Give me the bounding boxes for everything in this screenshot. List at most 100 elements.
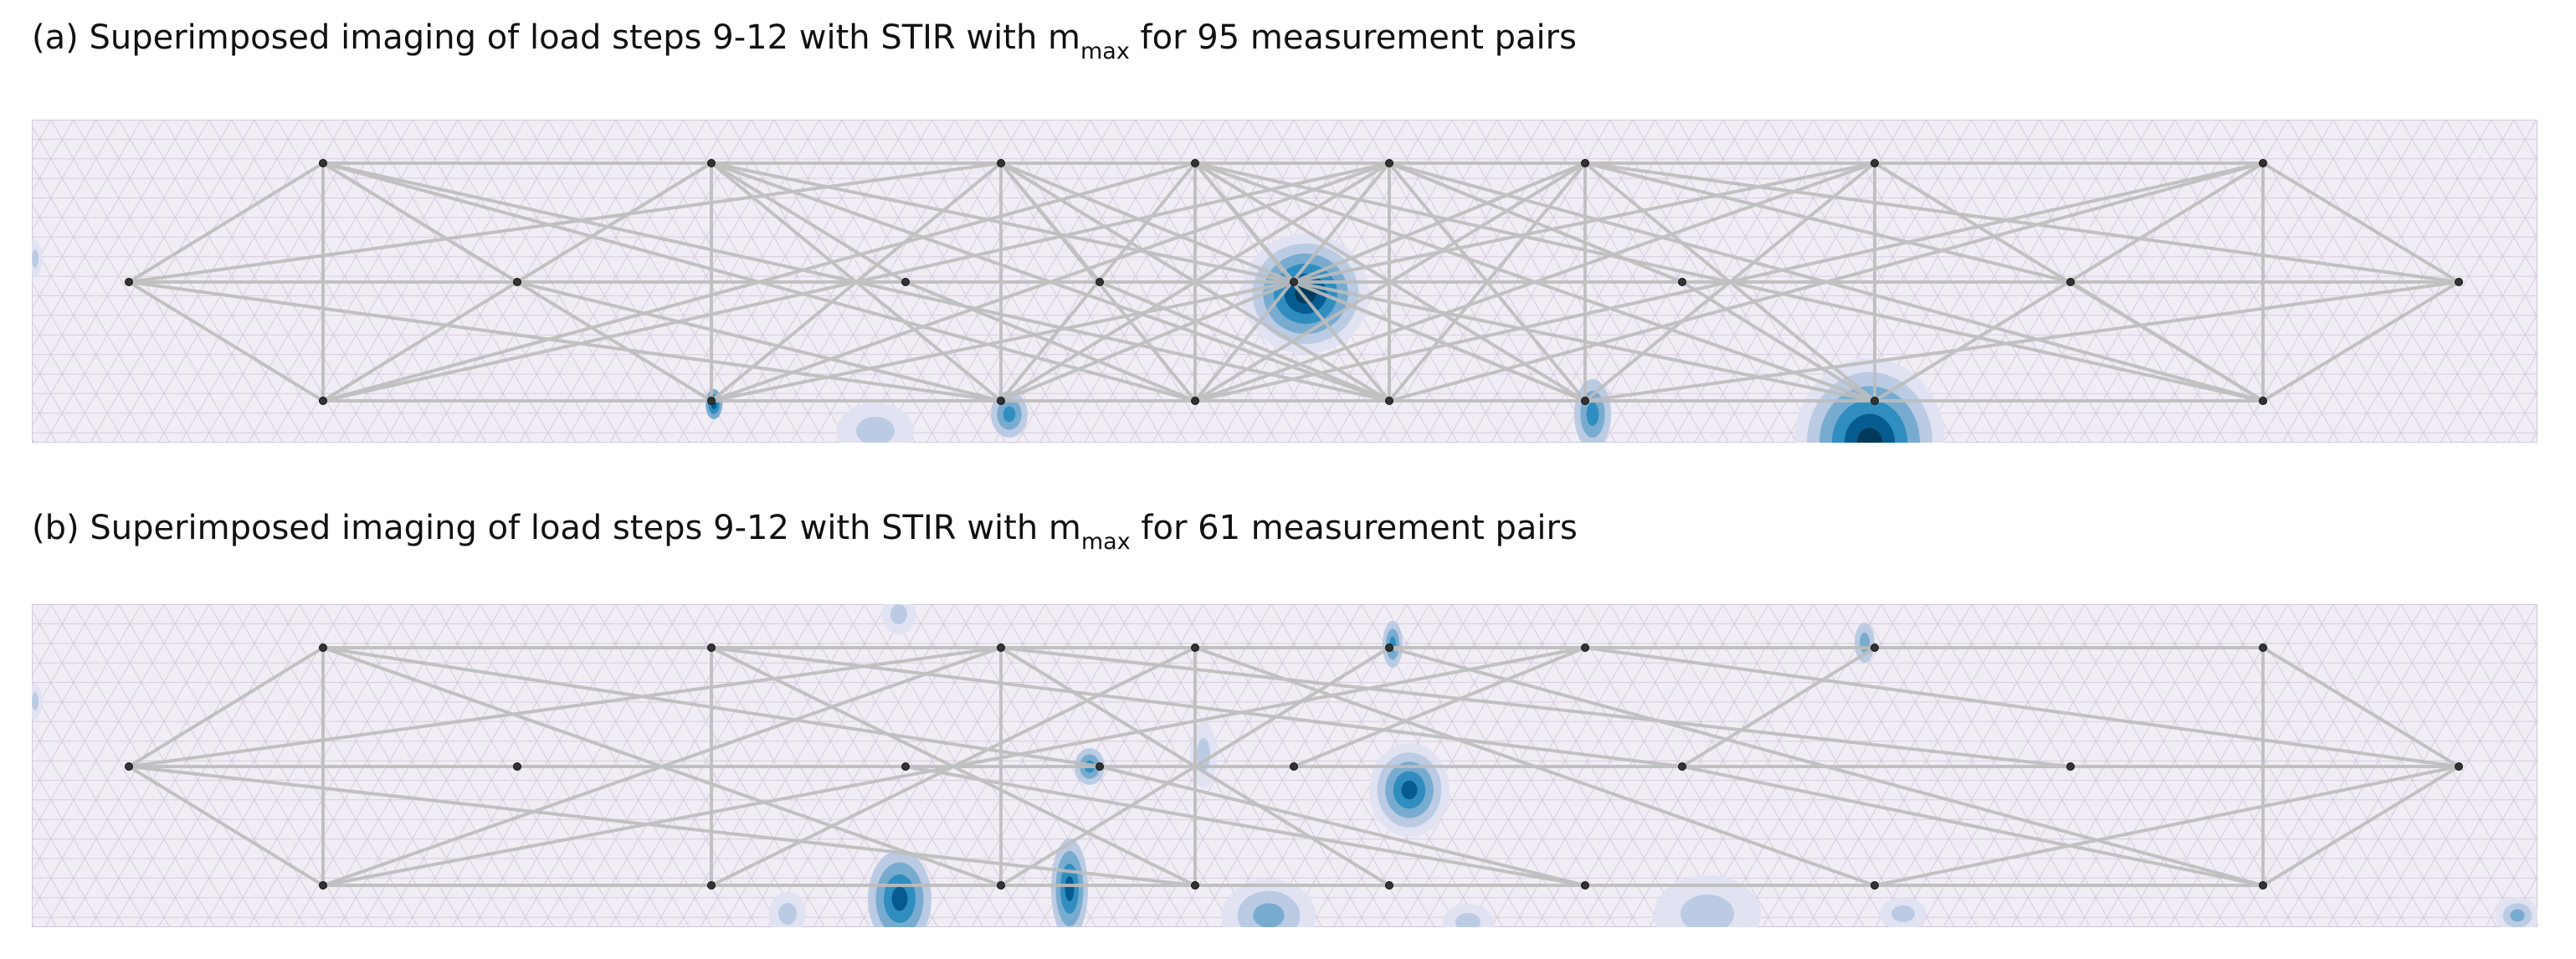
panel-a-title-sub: max [1080, 38, 1130, 64]
measurement-line [1098, 765, 1587, 887]
image-frame [32, 120, 2538, 443]
measurement-line [321, 646, 1101, 768]
electrode [997, 397, 1005, 405]
panel-a-reconstruction-image [32, 120, 2538, 443]
electrode [1385, 644, 1393, 652]
electrode [513, 278, 521, 286]
electrode [1678, 762, 1686, 771]
measurement-line [710, 162, 907, 284]
contour-level [1586, 403, 1599, 426]
measurement-line [1681, 765, 2265, 887]
panel-a-title-post: for 95 measurement pairs [1140, 18, 1577, 57]
electrode [707, 397, 716, 405]
measurement-line [710, 162, 1391, 403]
measurement-line [1583, 280, 2461, 403]
electrode [1678, 278, 1686, 286]
measurement-line [999, 646, 2072, 768]
conductivity-blob [1654, 875, 1761, 927]
measurement-line [999, 162, 1101, 284]
measurement-line [1292, 280, 1587, 403]
electrode [1870, 397, 1879, 405]
measurement-line [321, 162, 1197, 403]
conductivity-blob [1222, 879, 1316, 927]
measurement-line [1388, 162, 2265, 403]
contour-level [1455, 913, 1480, 927]
measurement-line [127, 280, 1003, 403]
electrode [901, 278, 910, 286]
electrode [1581, 644, 1589, 652]
electrode [1191, 881, 1199, 890]
panel-b-label: (b) [32, 509, 80, 547]
panel-a-plot [32, 120, 2538, 443]
contour-level [778, 903, 797, 925]
measurement-line [127, 765, 1197, 887]
measurement-line [127, 646, 325, 768]
measurement-line [1583, 646, 2461, 768]
contour-level [32, 692, 38, 710]
electrode [125, 762, 133, 771]
electrode [1870, 881, 1879, 890]
measurement-line [1193, 162, 2265, 403]
measurement-line [1873, 765, 2461, 887]
contour-level [1065, 876, 1075, 901]
electrode [1870, 644, 1879, 652]
contour-level [1860, 633, 1870, 653]
electrode [707, 159, 716, 167]
measurement-line [127, 765, 325, 887]
panel-a-label: (a) [32, 18, 79, 57]
electrode [1191, 644, 1199, 652]
electrode [1385, 397, 1393, 405]
electrode [1581, 397, 1589, 405]
conductivity-blob [1443, 904, 1493, 927]
measurement-line [999, 162, 1391, 403]
panel-b-title-sub: max [1080, 529, 1131, 555]
measurement-line [2261, 765, 2461, 887]
measurement-line [321, 646, 1587, 887]
contour-level [1003, 406, 1016, 423]
electrode [901, 762, 910, 771]
electrode [2259, 159, 2267, 167]
electrodes [125, 159, 2463, 405]
electrode [2066, 278, 2075, 286]
electrode [1191, 397, 1199, 405]
contour-level [1401, 780, 1418, 800]
measurement-line [1388, 162, 1587, 403]
contour-level [856, 417, 895, 443]
measurement-line [1583, 162, 2461, 284]
measurement-line [127, 162, 325, 284]
conductivity-blob [1369, 743, 1450, 837]
panel-b-title: (b) Superimposed imaging of load steps 9… [32, 509, 1578, 555]
panel-b-title-post: for 61 measurement pairs [1141, 509, 1578, 547]
contour-level [891, 886, 908, 911]
conductivity-blob [837, 403, 914, 443]
contour-level [2510, 909, 2525, 922]
electrode [2259, 881, 2267, 890]
measurement-line [1388, 162, 1684, 284]
electrodes [125, 644, 2463, 890]
measurement-line [904, 765, 1587, 887]
measurement-line [2261, 646, 2461, 768]
electrode [1385, 881, 1393, 890]
electrode [125, 278, 133, 286]
contour-level [890, 604, 907, 624]
measurement-line [321, 162, 1391, 403]
electrode [997, 159, 1005, 167]
electrode [2066, 762, 2075, 771]
electrode [1385, 159, 1393, 167]
contour-level [1253, 903, 1285, 927]
panel-a-title: (a) Superimposed imaging of load steps 9… [32, 18, 1577, 64]
conductivity-blob [1383, 621, 1403, 668]
measurement-line [1193, 162, 1876, 403]
electrode [707, 881, 716, 890]
electrode [707, 644, 716, 652]
measurement-line [127, 646, 1003, 768]
electrode [997, 881, 1005, 890]
measurement-line [710, 646, 1684, 768]
electrode [319, 397, 327, 405]
measurement-line [321, 646, 1003, 887]
measurement-line [127, 280, 325, 403]
contour-level [1891, 905, 1915, 922]
measurement-line [1193, 162, 1587, 403]
measurement-line [1098, 280, 1391, 403]
measurement-line [999, 646, 1391, 887]
